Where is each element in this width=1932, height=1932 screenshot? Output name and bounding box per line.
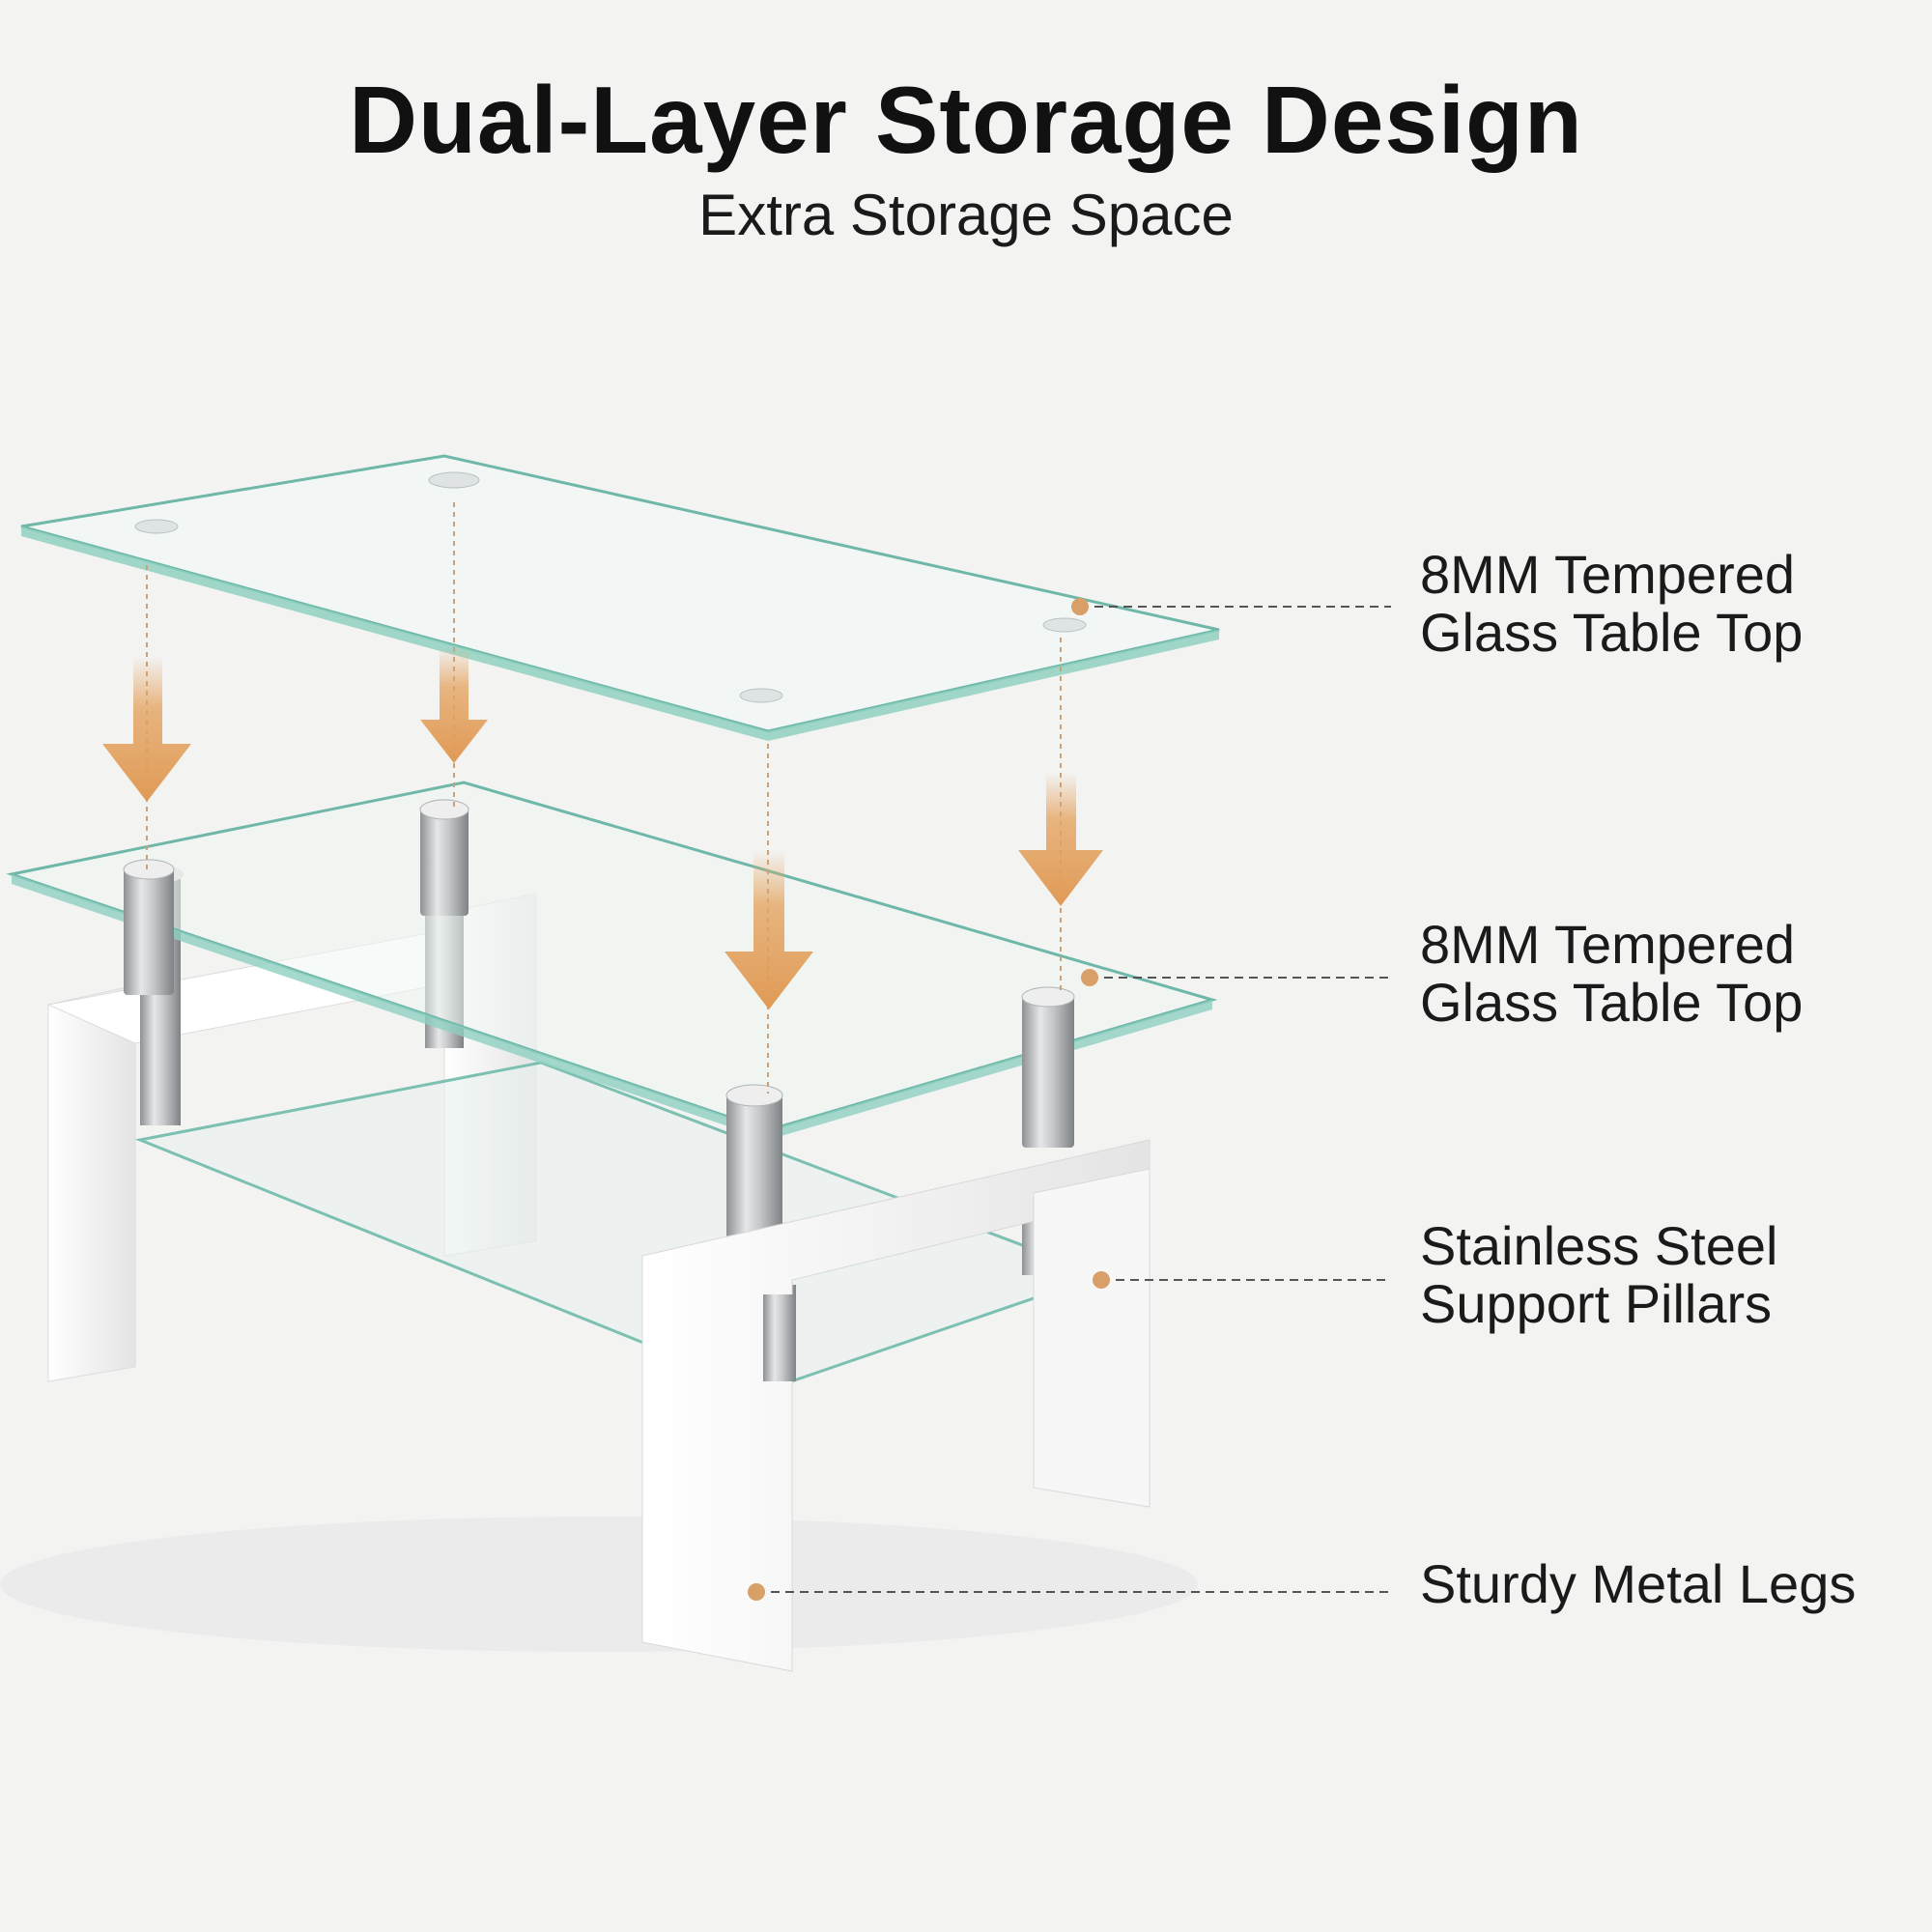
- callout-line: Sturdy Metal Legs: [1420, 1553, 1857, 1614]
- callout-line: Glass Table Top: [1420, 972, 1804, 1033]
- callout-marker-dots: [748, 598, 1110, 1601]
- glass-mounting-holes: [134, 471, 1087, 703]
- down-arrow-icon: [102, 647, 1103, 1009]
- front-leg-right: [641, 1139, 1151, 1672]
- top-pillars: [123, 799, 1075, 1248]
- callout-support-pillars: Stainless Steel Support Pillars: [1420, 1217, 1922, 1333]
- upper-glass-top: [20, 454, 1220, 733]
- callout-line: 8MM Tempered: [1420, 544, 1796, 605]
- callout-middle-glass: 8MM Tempered Glass Table Top: [1420, 916, 1922, 1032]
- page-title: Dual-Layer Storage Design: [349, 67, 1583, 173]
- callout-line: Stainless Steel: [1420, 1215, 1778, 1276]
- callout-line: 8MM Tempered: [1420, 914, 1796, 975]
- callout-metal-legs: Sturdy Metal Legs: [1420, 1555, 1922, 1613]
- callout-upper-glass: 8MM Tempered Glass Table Top: [1420, 546, 1922, 662]
- floor-shadow: [0, 1517, 1198, 1652]
- page-subtitle: Extra Storage Space: [698, 183, 1234, 247]
- callout-line: Support Pillars: [1420, 1273, 1773, 1334]
- callout-line: Glass Table Top: [1420, 602, 1804, 663]
- callout-leaders: [756, 606, 1391, 1593]
